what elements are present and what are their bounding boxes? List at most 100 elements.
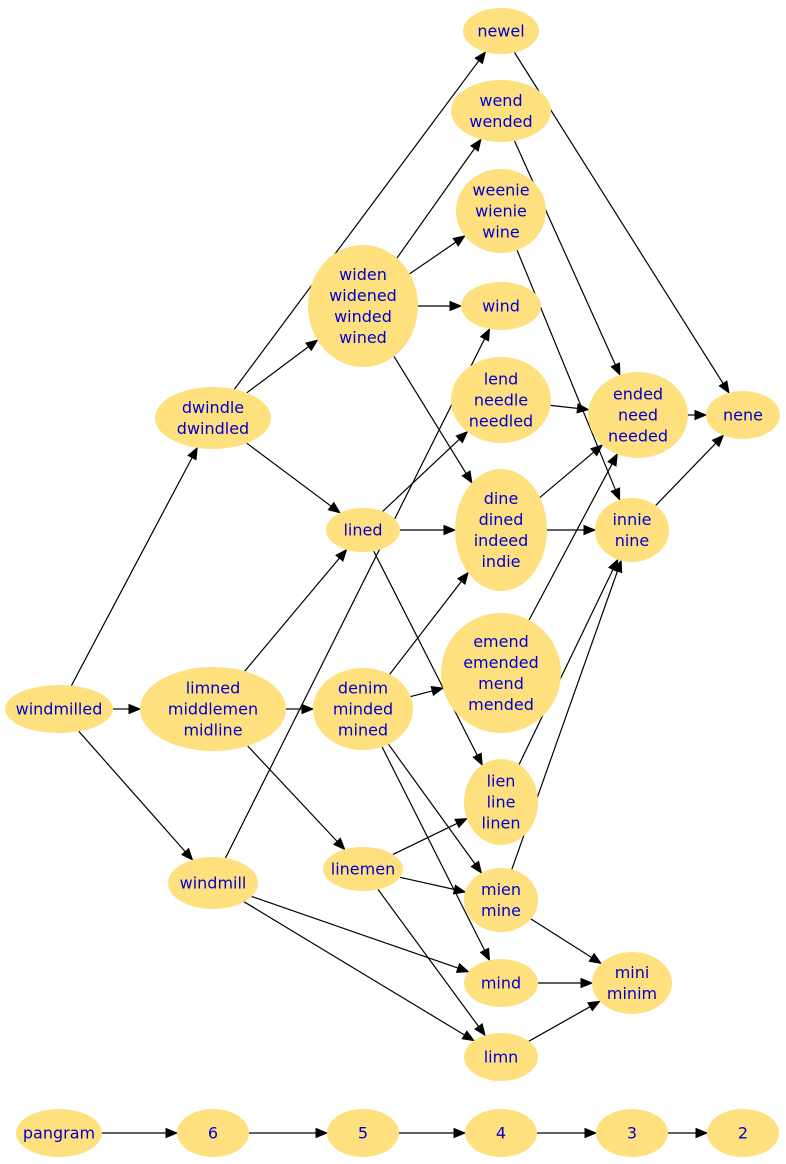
arrowhead (607, 452, 618, 467)
edge-windmilled-to-dwindle (70, 446, 198, 686)
arrowhead (587, 1000, 601, 1012)
node-windmilled: windmilled (5, 685, 113, 733)
edge-lined-to-dine (400, 524, 457, 536)
node-ellipse (155, 387, 271, 449)
node-label: nene (723, 406, 763, 425)
edge-n5-to-n4 (399, 1127, 467, 1139)
edge-line (530, 918, 593, 959)
node-ellipse (5, 685, 113, 733)
node-label: minim (607, 984, 657, 1003)
edge-line (518, 569, 614, 765)
arrowhead (454, 818, 469, 829)
node-ellipse (707, 1109, 779, 1157)
edge-line (528, 1006, 591, 1042)
node-label: emend (473, 632, 529, 651)
arrowhead (165, 1127, 179, 1139)
edge-dwindle-to-newel (233, 50, 487, 390)
edge-line (70, 457, 193, 686)
arrowhead (181, 847, 194, 861)
node-label: limned (186, 679, 241, 698)
edge-widen-to-weenie (409, 235, 466, 275)
edge-line (655, 442, 717, 506)
edge-line (382, 438, 460, 512)
node-label: mined (338, 721, 388, 740)
node-ellipse (308, 245, 418, 367)
arrowhead (694, 409, 708, 421)
arrowhead (301, 703, 315, 715)
node-label: innie (612, 510, 651, 529)
edge-line (246, 346, 309, 394)
edge-line (381, 746, 486, 951)
node-ellipse (140, 667, 286, 751)
edge-line (247, 745, 338, 842)
node-label: mind (481, 974, 521, 993)
arrowhead (474, 50, 487, 65)
edge-line (251, 895, 459, 969)
node-ellipse (465, 1109, 537, 1157)
node-ellipse (456, 169, 546, 253)
edge-line (409, 241, 457, 275)
node-lend: lend needle needled (451, 357, 551, 443)
node-n6: 6 (177, 1109, 249, 1157)
node-label: mended (468, 695, 534, 714)
node-label: emended (463, 653, 539, 672)
arrowhead (718, 380, 730, 394)
node-ellipse (326, 508, 400, 552)
node-label: pangram (23, 1124, 95, 1143)
edge-emend-to-ended (528, 452, 618, 621)
node-label: limn (484, 1048, 519, 1067)
edge-linemen-to-mien (399, 876, 467, 895)
edge-line (399, 876, 455, 891)
edge-line (373, 550, 478, 756)
edge-n4-to-n3 (537, 1127, 598, 1139)
node-n4: 4 (465, 1109, 537, 1157)
arrowhead (327, 501, 342, 514)
edge-dwindle-to-lined (246, 442, 342, 514)
node-ellipse (327, 1109, 399, 1157)
node-label: midline (183, 721, 242, 740)
arrowhead (711, 434, 725, 448)
arrowhead (580, 977, 594, 989)
arrowhead (472, 752, 483, 767)
edge-denim-to-mien (388, 743, 483, 874)
arrowhead (128, 703, 142, 715)
node-ellipse (455, 469, 547, 591)
node-nene: nene (706, 391, 780, 439)
edge-dine-to-innie (547, 524, 597, 536)
arrowhead (474, 1022, 486, 1037)
node-newel: newel (463, 8, 539, 54)
node-ellipse (323, 847, 403, 891)
arrowhead (305, 339, 319, 352)
edge-lined-to-lend (382, 430, 469, 512)
node-label: lien (487, 772, 516, 791)
edge-windmill-to-wind (224, 327, 491, 859)
node-label: 5 (358, 1124, 368, 1143)
node-label: needled (469, 412, 533, 431)
edge-mind-to-mini (538, 977, 594, 989)
arrowhead (470, 138, 482, 152)
arrowhead (610, 487, 621, 502)
node-ellipse (451, 80, 551, 142)
node-label: needle (474, 391, 528, 410)
edge-n3-to-n2 (668, 1127, 709, 1139)
node-mind: mind (464, 959, 538, 1007)
edge-lend-to-ended (550, 403, 590, 414)
edge-dwindle-to-widen (246, 339, 319, 394)
arrowhead (584, 1127, 598, 1139)
arrowhead (187, 446, 198, 461)
node-label: needed (608, 427, 668, 446)
edge-widen-to-wind (418, 300, 463, 312)
node-label: lend (484, 370, 519, 389)
node-windmill: windmill (168, 857, 258, 909)
node-ellipse (464, 759, 538, 845)
edge-line (377, 889, 480, 1027)
edge-pangram-to-n6 (102, 1127, 179, 1139)
arrowhead (335, 548, 348, 562)
arrowhead (456, 571, 469, 585)
